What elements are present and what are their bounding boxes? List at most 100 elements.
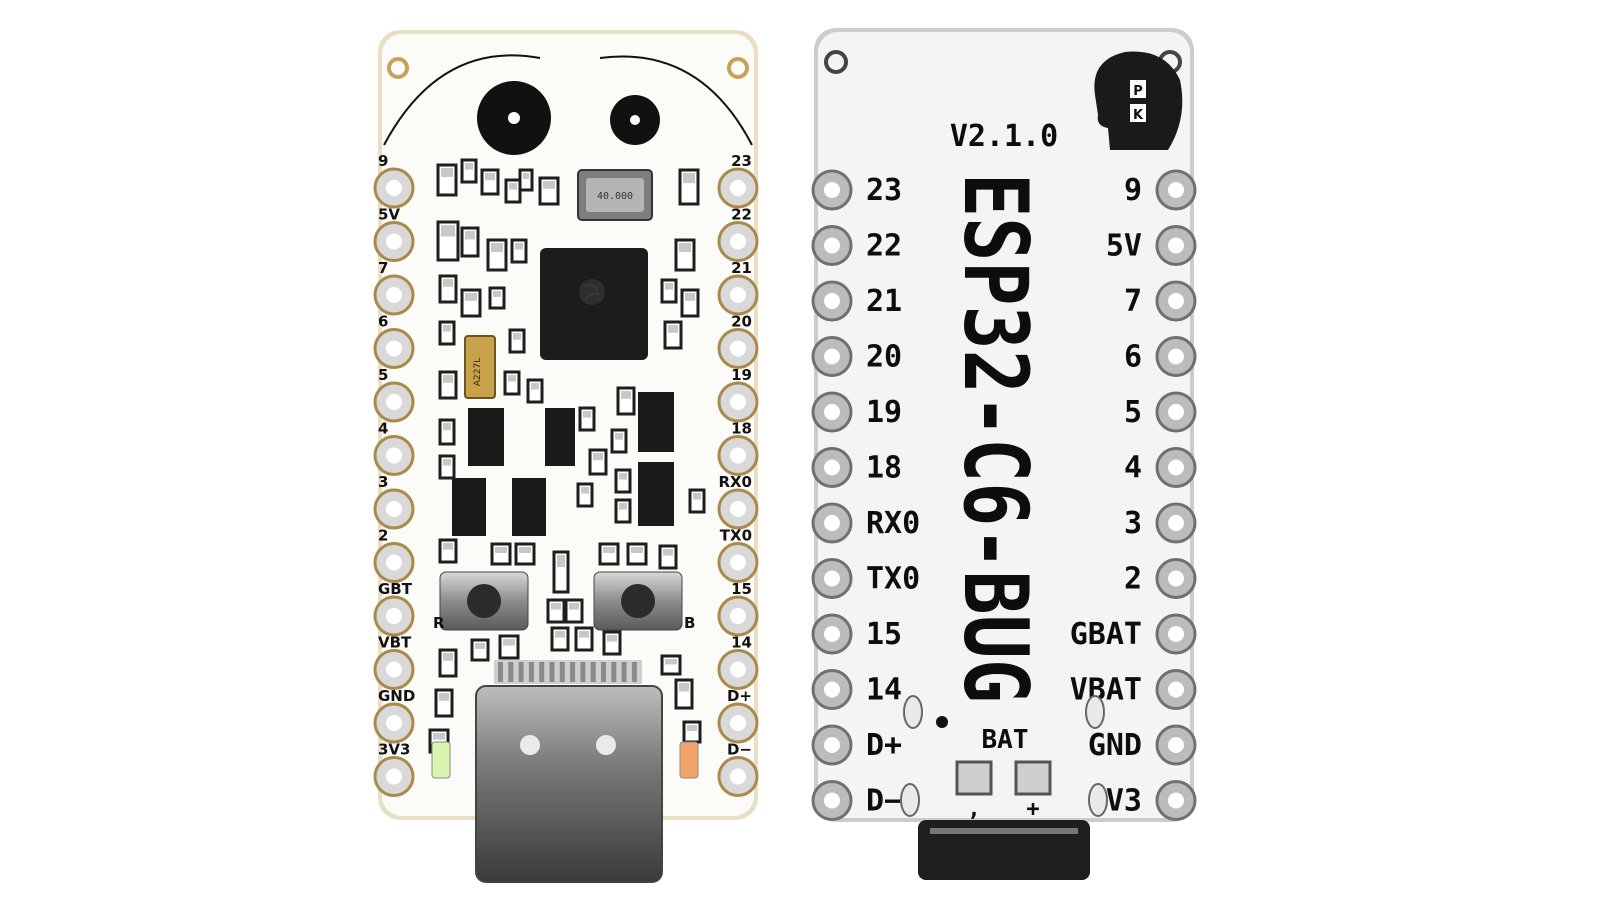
back-right-pad-hole-11 bbox=[1168, 792, 1184, 809]
smd-pad bbox=[668, 325, 678, 333]
pin-label: 7 bbox=[378, 259, 388, 277]
pin-label: D− bbox=[866, 784, 902, 819]
smd-pad bbox=[491, 243, 503, 252]
back-usb-connector[interactable] bbox=[918, 820, 1090, 880]
smd-pad bbox=[693, 493, 701, 500]
back-right-pad-hole-2 bbox=[1168, 293, 1184, 309]
smd-pad bbox=[503, 639, 515, 646]
back-mount-hole-left bbox=[824, 50, 848, 74]
smd-pad bbox=[619, 503, 627, 510]
back-left-pad-hole-6 bbox=[824, 515, 840, 531]
smd-pad bbox=[555, 631, 565, 638]
mount-hole-left bbox=[387, 57, 409, 79]
amber-chip bbox=[464, 335, 496, 399]
pin-label: 18 bbox=[731, 420, 752, 438]
smd-pad bbox=[443, 459, 451, 466]
boot-button-cap[interactable] bbox=[621, 584, 655, 618]
back-left-pad-hole-2 bbox=[824, 293, 840, 309]
front-left-pad-hole-9 bbox=[386, 661, 402, 678]
smd-pad bbox=[523, 173, 529, 179]
pin-label: 18 bbox=[866, 451, 902, 486]
back-right-pad-hole-6 bbox=[1168, 515, 1184, 531]
smd-pad bbox=[551, 603, 561, 610]
pin-label: 14 bbox=[866, 673, 902, 708]
front-left-pad-hole-6 bbox=[386, 501, 402, 517]
crystal-top bbox=[586, 178, 644, 212]
smd-pad bbox=[433, 733, 445, 740]
smd-pad bbox=[683, 173, 695, 184]
front-left-pad-hole-7 bbox=[386, 554, 402, 571]
chip-logo-mark bbox=[583, 284, 600, 301]
pin-label: 3 bbox=[378, 473, 388, 491]
pin-label: VBT bbox=[378, 634, 412, 652]
usb-pin bbox=[580, 662, 586, 682]
pin-label: 4 bbox=[1124, 451, 1142, 486]
antenna-left bbox=[383, 54, 541, 146]
back-led-2 bbox=[1085, 695, 1105, 729]
board-title: ESP32-C6-BUG bbox=[944, 173, 1047, 703]
pin-label: 5 bbox=[378, 366, 388, 384]
pin-label: VBAT bbox=[1070, 673, 1142, 708]
front-left-pad-hole-10 bbox=[386, 715, 402, 731]
back-right-pad-hole-9 bbox=[1168, 681, 1184, 698]
smd-pad bbox=[441, 168, 453, 177]
pin-label: TX0 bbox=[866, 562, 920, 597]
bug-eye-right-center bbox=[630, 115, 640, 125]
smd-pad bbox=[495, 547, 507, 553]
smd-pad bbox=[579, 631, 589, 638]
back-left-pad-hole-9 bbox=[824, 681, 840, 698]
mosfet-1 bbox=[638, 392, 674, 452]
front-right-pad-hole-4 bbox=[730, 394, 746, 410]
pin-label: 23 bbox=[866, 173, 902, 208]
reset-button-cap[interactable] bbox=[467, 584, 501, 618]
usb-shell-hole-left bbox=[520, 735, 540, 755]
pin-label: 21 bbox=[866, 284, 902, 319]
pin-label: 15 bbox=[731, 580, 752, 598]
smd-pad bbox=[513, 333, 521, 340]
usb-c-connector[interactable] bbox=[475, 685, 663, 883]
smd-pad bbox=[443, 543, 453, 550]
smd-pad bbox=[543, 181, 555, 189]
pin-label: GND bbox=[378, 687, 415, 705]
back-usb-highlight bbox=[930, 828, 1078, 834]
front-left-pad-hole-8 bbox=[386, 608, 402, 624]
antenna-right bbox=[599, 55, 753, 146]
back-right-pad-hole-10 bbox=[1168, 737, 1184, 753]
logo-letter-1: P bbox=[1133, 84, 1143, 99]
passive-components bbox=[428, 158, 706, 754]
back-left-pad-hole-0 bbox=[824, 182, 840, 198]
smd-pad bbox=[593, 453, 603, 461]
back-right-pad-hole-5 bbox=[1168, 459, 1184, 476]
pin-label: 5 bbox=[1124, 395, 1142, 430]
pin-label: GBAT bbox=[1070, 617, 1142, 652]
smd-pad bbox=[519, 547, 531, 553]
front-right-pad-hole-0 bbox=[730, 180, 746, 196]
usb-pin bbox=[508, 662, 514, 682]
smd-pad bbox=[443, 279, 453, 287]
front-right-pads bbox=[717, 167, 759, 797]
brand-logo: P K bbox=[1094, 51, 1183, 150]
pin-label: D+ bbox=[727, 687, 752, 705]
back-right-pad-hole-0 bbox=[1168, 182, 1184, 198]
back-right-pad-hole-7 bbox=[1168, 570, 1184, 587]
mosfet-4 bbox=[512, 478, 546, 536]
smd-pad bbox=[515, 243, 523, 250]
smd-pad bbox=[475, 643, 485, 649]
regulator-ic-2 bbox=[545, 408, 575, 466]
usb-pin bbox=[601, 662, 606, 682]
mosfet-2 bbox=[638, 462, 674, 526]
smd-pad bbox=[439, 693, 449, 701]
front-right-pad-hole-2 bbox=[730, 287, 746, 303]
smd-pad bbox=[607, 635, 617, 642]
smd-pad bbox=[508, 375, 516, 382]
front-right-pad-hole-7 bbox=[730, 554, 746, 571]
smd-pad bbox=[619, 473, 627, 480]
smd-pad bbox=[665, 659, 677, 665]
boot-button-label: B bbox=[684, 614, 695, 632]
smd-pad bbox=[665, 283, 673, 290]
front-left-pad-hole-5 bbox=[386, 447, 402, 464]
pin-label: 4 bbox=[378, 420, 388, 438]
